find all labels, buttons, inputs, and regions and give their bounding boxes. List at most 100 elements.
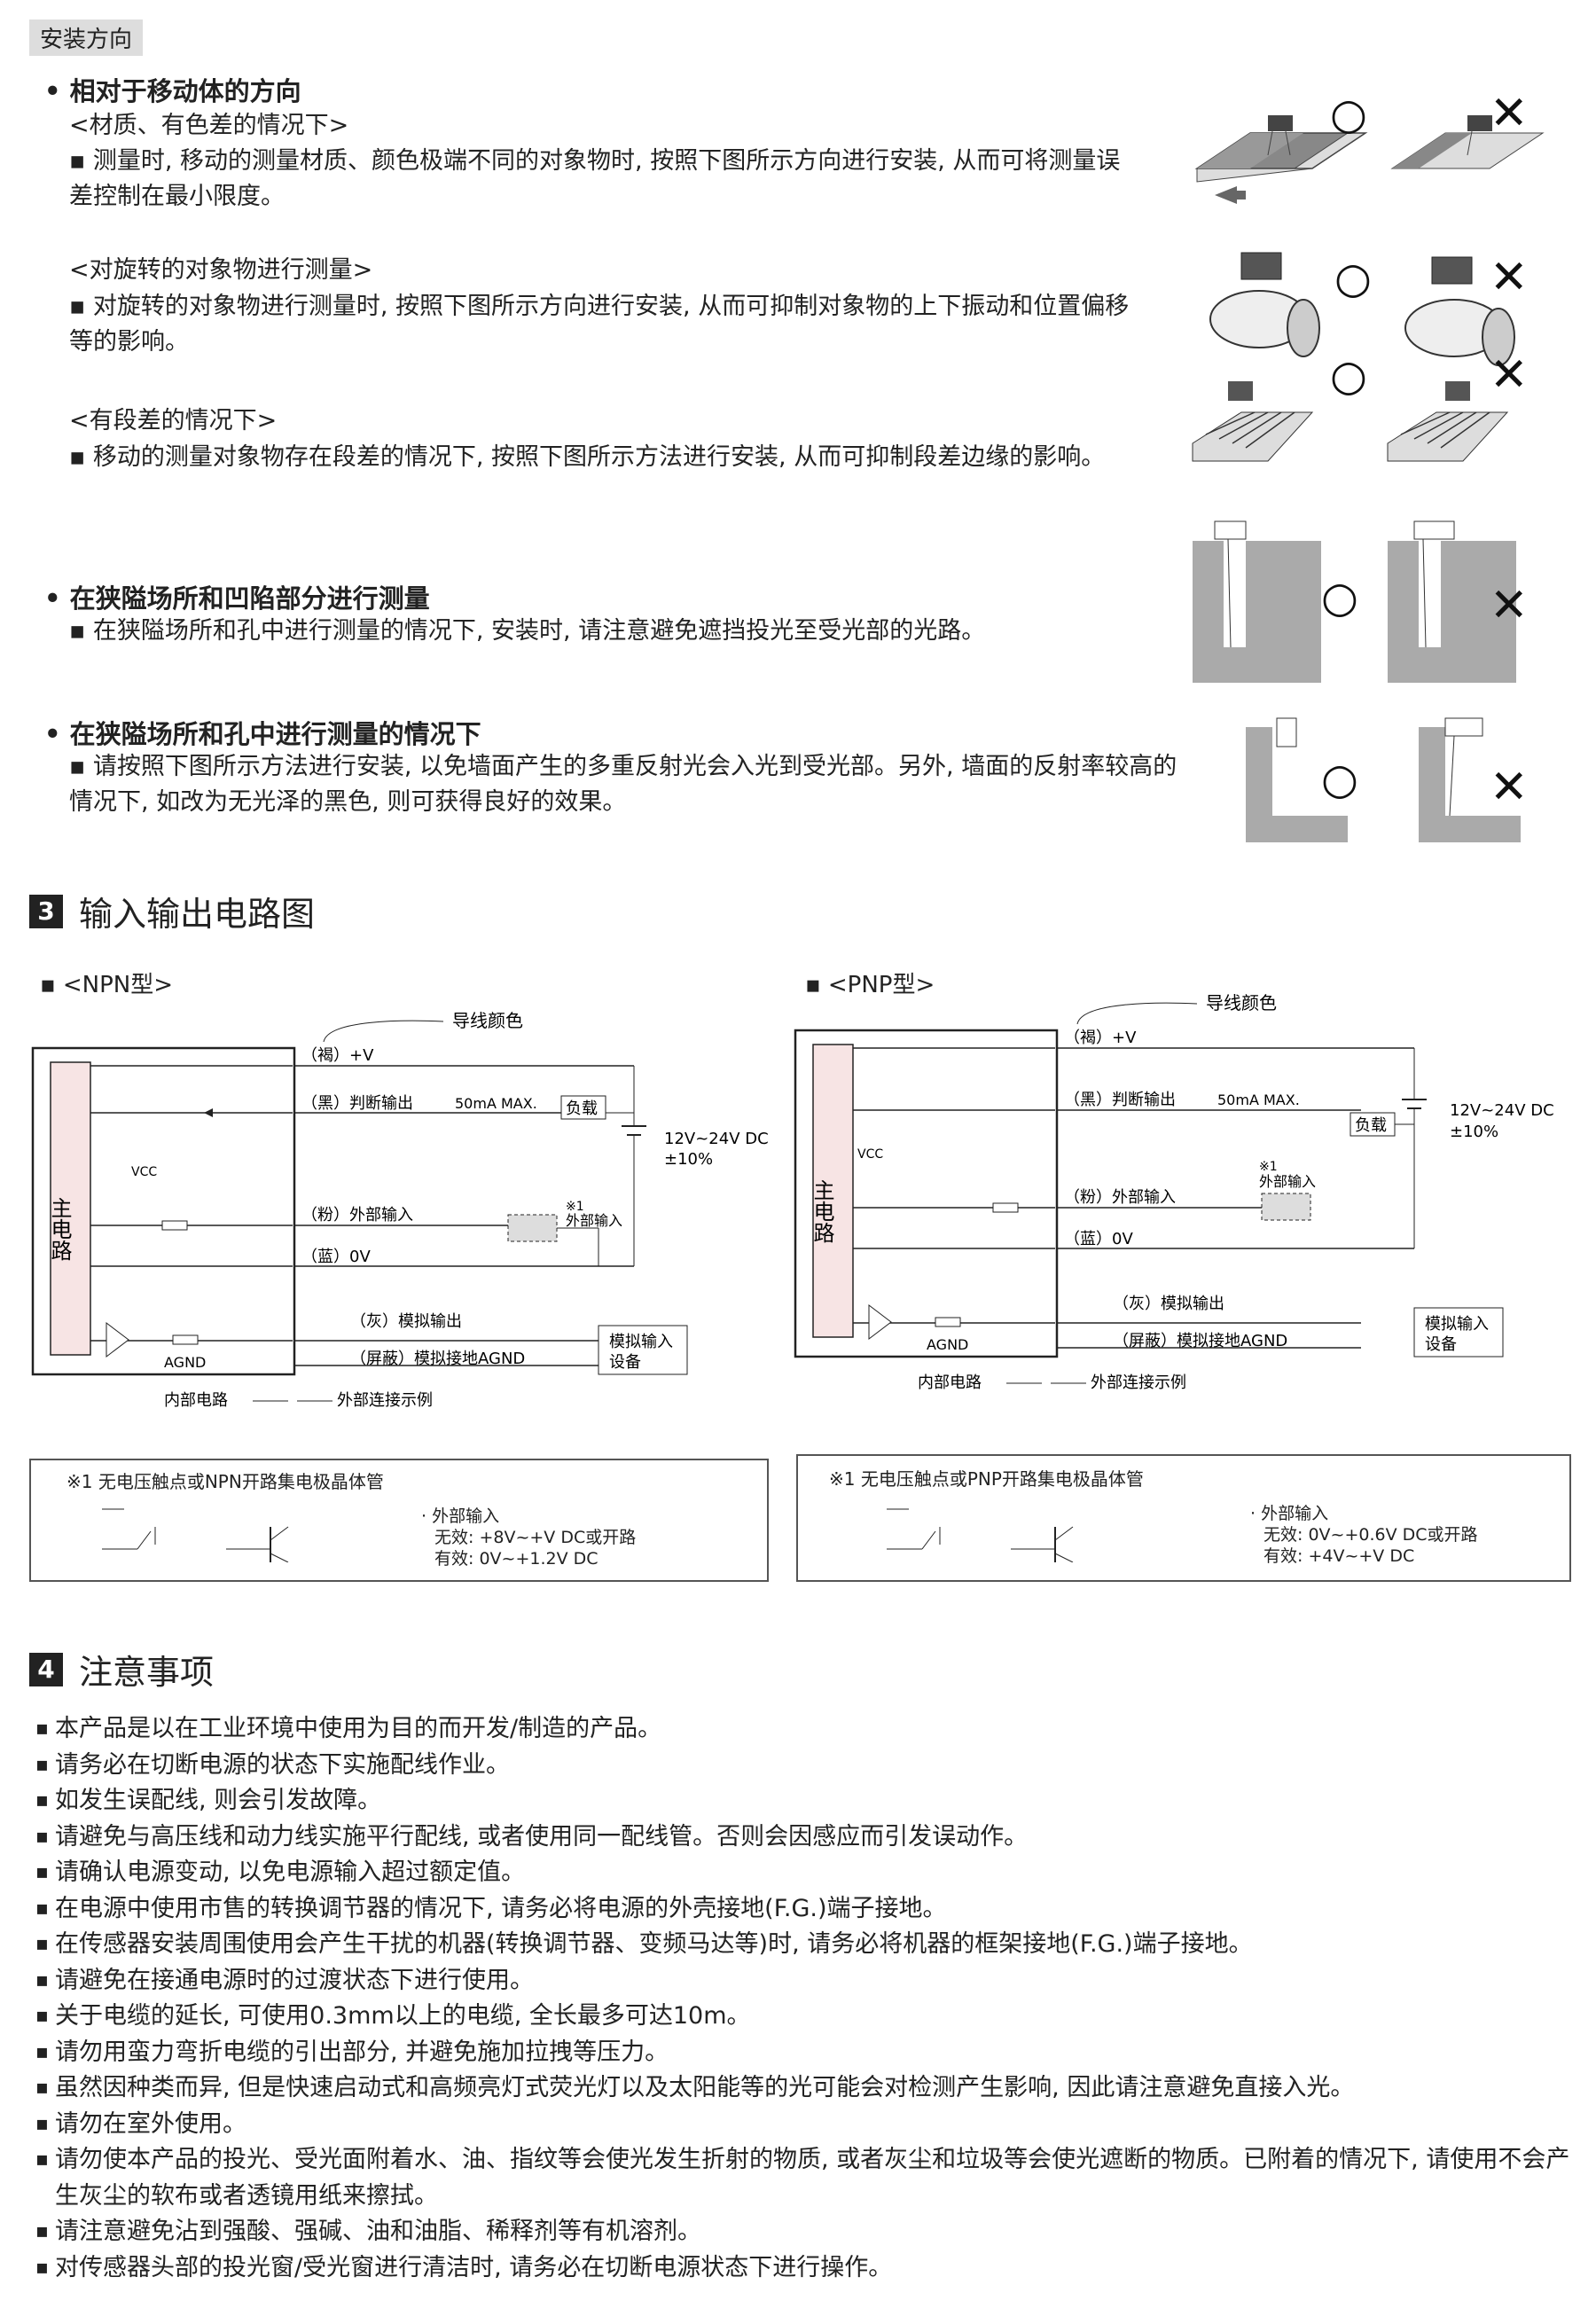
vcc-label: VCC [857,1147,883,1162]
diagram-color-ng: ✕ [1390,87,1545,169]
notes-list: 本产品是以在工业环境中使用为目的而开发/制造的产品。 请务必在切断电源的状态下实… [35,1711,1578,2286]
npn-footnote: ※1 无电压触点或NPN开路集电极晶体管 · 外部输入 无效: +8V~+V D… [29,1459,769,1582]
diagram-wall-ok: ○ [1246,717,1358,842]
diagram-step-ok: ○ [1192,351,1367,462]
agnd-label: AGND [164,1354,206,1371]
section-number: 4 [29,1652,63,1686]
power-label: 12V~24V DC [1450,1101,1554,1120]
wire-brown: （褐）+V [301,1046,374,1065]
diagram-hole-ok: ○ [1193,520,1358,683]
diagram-rotate-ng: ✕ [1404,251,1529,366]
note-item: 关于电缆的延长, 可使用0.3mm以上的电缆, 全长最多可达10m。 [35,1999,1578,2035]
fn-valid: 有效: 0V~+1.2V DC [434,1549,598,1569]
main-circuit-label: 主电路 [47,1197,72,1261]
s3-title: • 在狭隘场所和孔中进行测量的情况下 [44,714,481,751]
section-number: 3 [29,894,63,928]
s1-sub1: <材质、有色差的情况下> [69,112,349,139]
ok-mark: ○ [1334,254,1372,303]
analog-device-1: 模拟输入 [609,1333,673,1351]
note-item: 对传感器头部的投光窗/受光窗进行清洁时, 请务必在切断电源状态下进行操作。 [35,2250,1578,2287]
power-tolerance: ±10% [664,1150,713,1169]
wire-blue: （蓝）0V [1064,1230,1133,1248]
external-label: 外部连接示例 [337,1391,433,1410]
fn-invalid: 无效: 0V~+0.6V DC或开路 [1264,1525,1478,1545]
fn-ext: · 外部输入 [1250,1504,1329,1523]
wire-color-label: 导线颜色 [1206,992,1277,1013]
s3-text: ▪ 请按照下图所示方法进行安装, 以免墙面产生的多重反射光会入光到受光部。另外,… [69,753,1177,816]
load-label: 负载 [1355,1116,1387,1135]
bullet: • [44,76,61,106]
note-ref: ※1 [566,1200,584,1214]
contact-symbols [887,1508,1074,1562]
wire-pink: （粉）外部输入 [1064,1188,1176,1207]
ext-input-label: 外部输入 [566,1212,622,1229]
install-diagrams: ○ ✕ ○ ✕ ○ ✕ [1192,87,1545,842]
fn-title: ※1 无电压触点或PNP开路集电极晶体管 [829,1468,1144,1490]
main-circuit-label: 主电路 [810,1179,834,1243]
note-item: 请勿使本产品的投光、受光面附着水、油、指纹等会使光发生折射的物质, 或者灰尘和垃… [35,2142,1578,2214]
ng-mark: ✕ [1490,348,1529,402]
npn-circuit: 导线颜色 主电路 AGND VCC （褐）+V （黑）判断输出 50mA MAX… [31,1010,769,1410]
pnp-footnote: ※1 无电压触点或PNP开路集电极晶体管 · 外部输入 无效: 0V~+0.6V… [796,1454,1571,1582]
pnp-label: ▪ <PNP型> [805,972,935,998]
diagram-rotate-ok: ○ [1209,252,1372,357]
s1-sub3-text: ▪ 移动的测量对象物存在段差的情况下, 按照下图所示方法进行安装, 从而可抑制段… [69,443,1106,471]
s2-title: • 在狭隘场所和凹陷部分进行测量 [44,578,430,615]
note-item: 本产品是以在工业环境中使用为目的而开发/制造的产品。 [35,1711,1578,1748]
contact-symbols [102,1508,289,1562]
analog-device-2: 设备 [609,1353,641,1372]
diagram-wall-ng: ✕ [1419,717,1529,842]
bullet: • [44,719,61,749]
wire-black: （黑）判断输出 [301,1094,413,1113]
note-item: 请确认电源变动, 以免电源输入超过额定值。 [35,1855,1578,1891]
ng-mark: ✕ [1490,579,1529,632]
ext-input-label: 外部输入 [1259,1173,1316,1190]
external-label: 外部连接示例 [1091,1373,1186,1392]
ng-mark: ✕ [1490,87,1529,140]
section-tag: 安装方向 [29,20,144,56]
note-item: 在传感器安装周围使用会产生干扰的机器(转换调节器、变频马达等)时, 请务必将机器… [35,1927,1578,1963]
wire-brown: （褐）+V [1064,1029,1137,1047]
s1-sub2-text: ▪ 对旋转的对象物进行测量时, 按照下图所示方向进行安装, 从而可抑制对象物的上… [69,293,1130,356]
note-item: 请避免在接通电源时的过渡状态下进行使用。 [35,1963,1578,1999]
wire-black-max: 50mA MAX. [455,1095,537,1112]
load-label: 负载 [566,1099,598,1118]
wire-blue: （蓝）0V [301,1248,371,1266]
fn-invalid: 无效: +8V~+V DC或开路 [434,1528,637,1547]
wire-black: （黑）判断输出 [1064,1091,1176,1109]
diagram-hole-ng: ✕ [1388,520,1529,683]
ng-mark: ✕ [1490,761,1529,814]
note-ref: ※1 [1259,1160,1278,1174]
wire-pink: （粉）外部输入 [301,1206,413,1225]
section-title: 注意事项 [79,1653,215,1692]
wire-color-label: 导线颜色 [452,1010,523,1031]
wire-gray: （灰）模拟输出 [1113,1295,1224,1313]
internal-label: 内部电路 [164,1391,228,1410]
s1-sub1-text: ▪ 测量时, 移动的测量材质、颜色极端不同的对象物时, 按照下图所示方向进行安装… [69,147,1121,210]
s1-title: • 相对于移动体的方向 [44,71,301,108]
analog-device-1: 模拟输入 [1425,1315,1489,1334]
s1-sub3: <有段差的情况下> [69,407,278,434]
note-item: 请避免与高压线和动力线实施平行配线, 或者使用同一配线管。否则会因感应而引发误动… [35,1819,1578,1856]
ok-mark: ○ [1321,573,1358,622]
note-item: 在电源中使用市售的转换调节器的情况下, 请务必将电源的外壳接地(F.G.)端子接… [35,1891,1578,1928]
pnp-circuit: 导线颜色 主电路 AGND VCC （褐）+V （黑）判断输出 50mA MAX… [794,992,1554,1392]
internal-label: 内部电路 [918,1373,982,1392]
fn-ext: · 外部输入 [421,1506,500,1526]
diagram-step-ng: ✕ [1387,348,1529,462]
ok-mark: ○ [1330,351,1367,401]
vcc-label: VCC [131,1165,157,1179]
s1-sub2: <对旋转的对象物进行测量> [69,256,373,284]
wire-black-max: 50mA MAX. [1217,1092,1300,1108]
s2-text: ▪ 在狭隘场所和孔中进行测量的情况下, 安装时, 请注意避免遮挡投光至受光部的光… [69,617,986,645]
ng-mark: ✕ [1490,251,1529,304]
npn-label: ▪ <NPN型> [40,972,174,998]
notes-heading: 4 注意事项 [29,1645,214,1694]
ok-mark: ○ [1321,755,1358,804]
note-item: 请务必在切断电源的状态下实施配线作业。 [35,1748,1578,1784]
diagram-color-ok: ○ [1194,90,1368,204]
fn-valid: 有效: +4V~+V DC [1264,1546,1415,1566]
note-item: 请注意避免沾到强酸、强碱、油和油脂、稀释剂等有机溶剂。 [35,2214,1578,2250]
note-item: 请勿用蛮力弯折电缆的引出部分, 并避免施加拉拽等压力。 [35,2035,1578,2071]
wire-shield: （屏蔽）模拟接地AGND [1113,1332,1287,1350]
